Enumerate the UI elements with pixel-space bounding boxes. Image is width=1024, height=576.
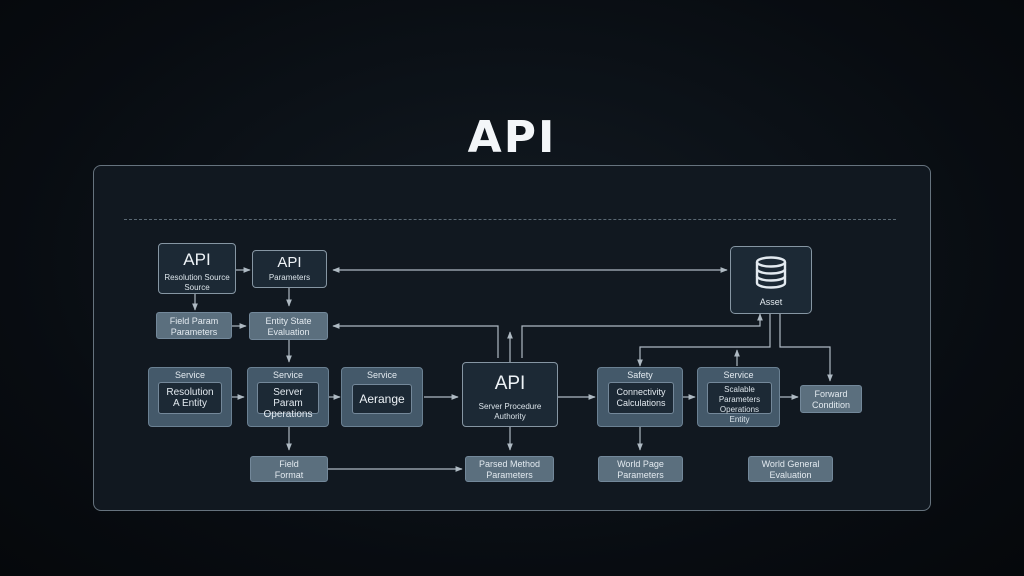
- page-title: API: [467, 112, 557, 163]
- node-header: Service: [366, 370, 397, 380]
- node-label: Scalable Parameters: [718, 385, 761, 404]
- node-label: Calculations: [616, 398, 666, 408]
- forward-condition-node: Forward Condition: [800, 385, 862, 413]
- connector: [332, 323, 499, 358]
- node-label: Connectivity: [616, 387, 666, 397]
- service-scalable-node: Service Scalable Parameters Operations E…: [697, 367, 780, 427]
- world-page-node: World Page Parameters: [598, 456, 683, 482]
- node-label: Resolution: [166, 387, 214, 398]
- node-label: A Entity: [173, 398, 207, 409]
- node-label: Aerange: [359, 392, 405, 406]
- node-title: API: [494, 373, 526, 394]
- node-header: Safety: [627, 370, 653, 380]
- service-resolution-node: Service Resolution A Entity: [148, 367, 232, 427]
- database-icon: [755, 256, 787, 289]
- node-label: Parameters: [268, 273, 311, 282]
- connector: [779, 314, 833, 382]
- node-label: Parsed Method: [478, 459, 541, 469]
- node-label: Evaluation: [267, 327, 310, 337]
- node-label: Authority: [494, 412, 526, 421]
- inner-box: Scalable Parameters Operations Entity: [707, 382, 772, 424]
- node-label: Field Param: [169, 316, 219, 326]
- parsed-parameters-node: Parsed Method Parameters: [465, 456, 554, 482]
- connector: [521, 313, 763, 358]
- node-label: Field: [279, 459, 299, 469]
- node-label: Server Param: [273, 387, 303, 409]
- database-node: Asset: [730, 246, 812, 314]
- api-parameters-node: API Parameters: [252, 250, 327, 288]
- api-source-node: API Resolution Source Source: [158, 243, 236, 294]
- node-header: Service: [723, 370, 754, 380]
- node-header: Service: [272, 370, 303, 380]
- safety-node: Safety Connectivity Calculations: [597, 367, 683, 427]
- node-label: Forward: [814, 389, 848, 399]
- node-title: API: [277, 254, 302, 271]
- node-label: Parameters: [170, 327, 218, 337]
- node-header: Service: [174, 370, 205, 380]
- field-param-node: Field Param Parameters: [156, 312, 232, 339]
- api-central-node: API Server Procedure Authority: [462, 362, 558, 427]
- node-label: Evaluation: [769, 470, 812, 480]
- node-label: Entity: [729, 415, 750, 424]
- service-aerange-node: Service Aerange: [341, 367, 423, 427]
- node-label: Parameters: [617, 470, 664, 480]
- node-label: Asset: [759, 297, 783, 307]
- connector: [637, 314, 771, 367]
- node-label: Format: [274, 470, 304, 480]
- inner-box: Aerange: [352, 384, 412, 414]
- node-label: World Page: [617, 459, 664, 469]
- inner-box: Connectivity Calculations: [608, 382, 674, 414]
- node-label: Server Procedure: [478, 402, 542, 411]
- dashed-divider: [124, 219, 896, 220]
- node-title: API: [183, 250, 211, 269]
- entity-state-node: Entity State Evaluation: [249, 312, 328, 340]
- service-operations-node: Service Server Param Operations: [247, 367, 329, 427]
- node-label: Source: [184, 283, 210, 292]
- inner-box: Resolution A Entity: [158, 382, 222, 414]
- node-label: Condition: [811, 400, 851, 410]
- node-label: Operations: [719, 405, 760, 414]
- node-label: Parameters: [486, 470, 533, 480]
- field-format-node: Field Format: [250, 456, 328, 482]
- node-label: Resolution Source: [164, 273, 230, 282]
- node-label: World General: [761, 459, 820, 469]
- node-label: Operations: [263, 409, 313, 420]
- node-label: Entity State: [265, 316, 312, 326]
- world-general-node: World General Evaluation: [748, 456, 833, 482]
- inner-box: Server Param Operations: [257, 382, 319, 420]
